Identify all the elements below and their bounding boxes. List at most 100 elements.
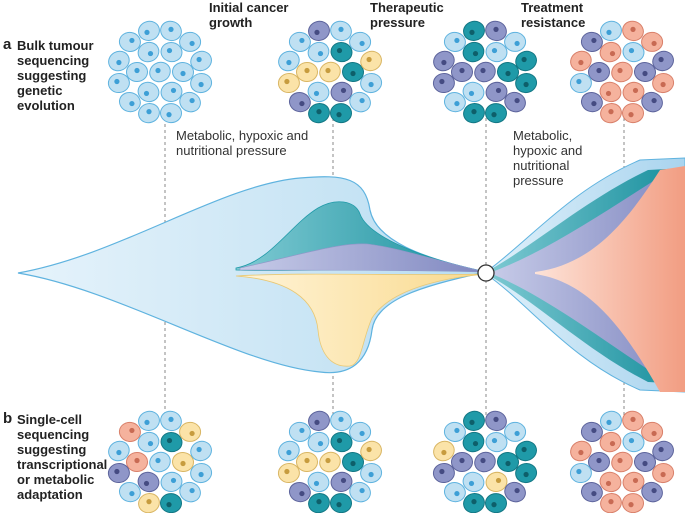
right-salmon-core [535,166,685,392]
cell-nucleus [143,90,150,97]
cell-nucleus [630,416,636,422]
cell-nucleus [340,477,347,484]
stage-line: growth [209,15,253,30]
cell-nucleus [359,430,365,437]
panel-b-description: Single-cell sequencing suggesting transc… [17,412,107,502]
cell-nucleus [338,416,344,422]
cell-nucleus [304,457,310,464]
cell-nucleus [491,437,498,444]
cell-nucleus [576,78,582,85]
cell-nucleus [480,457,486,464]
note-right-pressure: Metabolic, hypoxic and nutritional press… [513,128,582,188]
cell-nucleus [366,56,372,63]
cell-nucleus [628,47,635,54]
cell-nucleus [116,449,122,456]
cell-nucleus [651,40,657,47]
cluster-a-1 [107,20,213,124]
cell-nucleus [651,487,657,494]
cell-nucleus [340,87,347,94]
panel-a-line: evolution [17,98,75,113]
cell-nucleus [596,457,602,464]
cell-nucleus [495,87,502,94]
cell-nucleus [660,471,666,478]
cell-nucleus [642,70,648,77]
panel-b-line: suggesting [17,442,87,457]
cell-nucleus [299,37,305,44]
cell-nucleus [359,97,365,104]
cell-nucleus [459,67,465,74]
cell-nucleus [642,460,648,467]
cell-nucleus [651,430,657,437]
cell-nucleus [459,457,465,464]
panel-b-line: transcriptional [17,457,108,472]
cell-nucleus [129,37,135,44]
panel-b-line: sequencing [17,427,90,442]
cell-nucleus [317,50,324,57]
cell-nucleus [336,502,342,508]
cell-nucleus [591,100,597,107]
cell-nucleus [114,468,120,475]
cell-nucleus [521,446,527,453]
cell-nucleus [628,502,634,508]
cell-nucleus [316,109,322,115]
panel-b-line: adaptation [17,487,83,502]
cell-nucleus [608,109,614,115]
cell-nucleus [523,81,529,88]
cell-nucleus [313,90,320,97]
cell-nucleus [196,56,202,63]
cluster-b-2 [277,410,383,513]
cell-nucleus [146,499,152,505]
cell-nucleus [314,419,320,425]
cell-nucleus [514,430,520,437]
cell-nucleus [284,78,290,85]
cell-nucleus [368,471,374,478]
note-line: Metabolic, hypoxic and [176,128,309,143]
cell-nucleus [628,437,635,444]
cell-nucleus [129,490,135,497]
cell-nucleus [168,26,174,32]
cell-nucleus [609,440,616,447]
cell-nucleus [491,47,498,54]
yellow-subclone-shape [235,273,487,367]
cell-nucleus [304,67,310,74]
panel-a-line: suggesting [17,68,87,83]
cell-nucleus [129,427,135,434]
cell-nucleus [198,81,204,88]
bottleneck-node [477,264,495,282]
panel-a-line: genetic [17,83,63,98]
cell-nucleus [166,112,172,118]
cell-nucleus [471,109,477,115]
cell-nucleus [454,427,460,434]
note-left-pressure: Metabolic, hypoxic and nutritional press… [176,128,308,158]
cell-nucleus [325,67,331,74]
cell-nucleus [628,112,634,118]
cell-nucleus [359,40,365,47]
cell-nucleus [286,59,292,66]
cell-nucleus [591,427,597,434]
cell-nucleus [469,29,475,35]
cell-nucleus [439,78,445,85]
cell-nucleus [660,81,666,88]
cell-nucleus [578,449,584,456]
stage-line: Treatment [521,0,584,15]
cell-nucleus [480,67,486,74]
stage-line: resistance [521,15,586,30]
cell-nucleus [454,490,460,497]
cell-nucleus [658,56,664,63]
cell-nucleus [505,70,511,77]
cell-nucleus [134,67,140,74]
cell-nucleus [468,90,475,97]
note-line: hypoxic and [513,143,583,158]
cell-nucleus [189,40,195,47]
cell-nucleus [368,81,374,88]
cell-nucleus [605,480,612,487]
cell-nucleus [147,50,154,57]
cell-nucleus [366,446,372,453]
cell-nucleus [630,26,636,32]
cell-nucleus [313,480,320,487]
cell-nucleus [514,40,520,47]
cell-nucleus [493,26,499,32]
cell-nucleus [441,59,447,66]
cell-nucleus [170,477,177,484]
